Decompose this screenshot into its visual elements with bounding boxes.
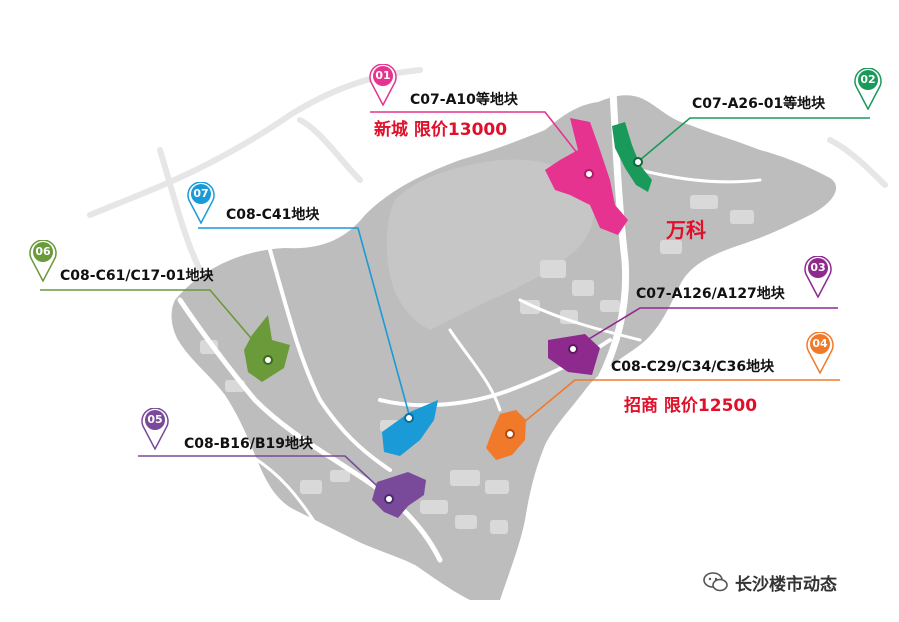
parcel-05-label: C08-B16/B19地块 [184,436,313,452]
parcel-01-pin[interactable]: 01 [368,63,398,107]
parcel-06-label: C08-C61/C17-01地块 [60,268,214,284]
map-pin-icon [187,181,215,225]
parcel-04-label: C08-C29/C34/C36地块 [611,359,775,375]
parcel-05-area [372,472,426,518]
parcel-02-area [612,122,652,192]
developer-label-vanke: 万科 [666,218,706,242]
parcel-07-label: C08-C41地块 [226,207,320,223]
parcel-03-pin[interactable]: 03 [803,255,833,299]
watermark: 长沙楼市动态 [703,570,837,595]
watermark-text: 长沙楼市动态 [735,574,837,595]
parcel-07-number: 07 [193,187,209,200]
parcel-03-area [548,334,600,375]
parcel-01-label: C07-A10等地块 [410,92,518,108]
parcel-markers [263,157,643,504]
land-upper [386,159,594,330]
urban-blocks [200,195,754,534]
wechat-icon [703,572,728,592]
map-pin-icon [369,63,397,107]
parcel-07-pin[interactable]: 07 [186,181,216,225]
parcel-01-price-note: 新城 限价13000 [374,120,508,140]
map-pin-icon [804,255,832,299]
parcel-06-pin[interactable]: 06 [28,239,58,283]
parcel-02-label: C07-A26-01等地块 [692,96,826,112]
parcel-07-area [382,400,438,456]
background-roads [87,67,888,273]
map-pin-icon [29,239,57,283]
map-pin-icon [854,67,882,111]
parcel-05-pin[interactable]: 05 [140,407,170,451]
parcel-04-pin[interactable]: 04 [805,331,835,375]
parcel-01-number: 01 [375,69,391,82]
parcel-03-number: 03 [810,261,826,274]
map-pin-icon [141,407,169,451]
map-pin-icon [806,331,834,375]
parcel-03-label: C07-A126/A127地块 [636,286,785,302]
parcel-06-number: 06 [35,245,51,258]
parcel-05-number: 05 [147,413,163,426]
parcel-04-price-note: 招商 限价12500 [624,396,758,416]
parcel-02-number: 02 [860,73,876,86]
parcel-06-area [244,315,290,382]
leader-lines [40,111,870,499]
parcel-04-number: 04 [812,337,828,350]
parcel-02-pin[interactable]: 02 [853,67,883,111]
